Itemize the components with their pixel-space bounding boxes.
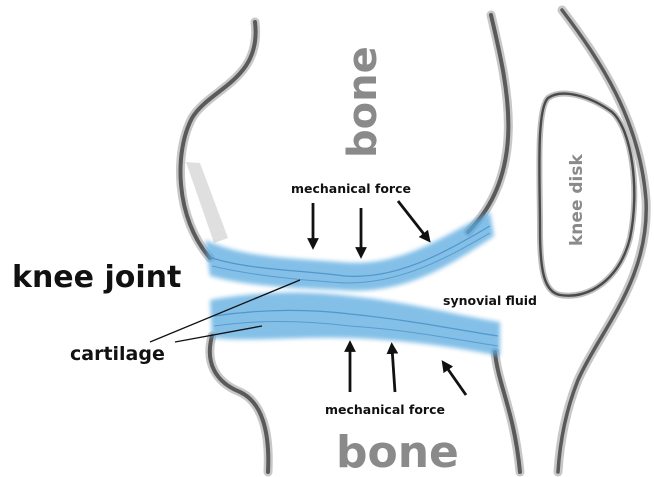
arrow-diagonal-icon: [445, 365, 466, 395]
label-synovial-fluid: synovial fluid: [443, 293, 537, 308]
label-mechanical-force-bottom: mechanical force: [325, 402, 445, 417]
upper-cartilage: [205, 212, 494, 291]
label-mechanical-force-top: mechanical force: [291, 181, 411, 196]
label-cartilage: cartilage: [70, 343, 165, 365]
label-bone-bottom: bone: [336, 427, 459, 477]
label-bone-top: bone: [340, 46, 386, 158]
title-knee-joint: knee joint: [12, 260, 181, 295]
arrow-diagonal-icon: [398, 201, 427, 238]
arrow-up-icon: [392, 348, 395, 392]
label-knee-disk: knee disk: [567, 153, 587, 246]
